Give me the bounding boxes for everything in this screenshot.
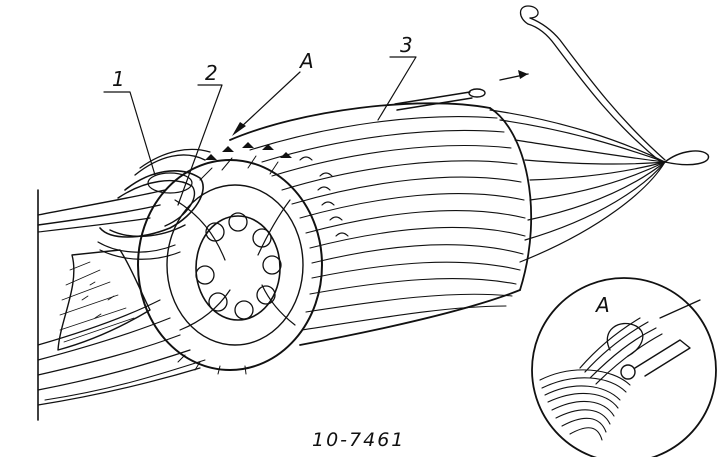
callout-label-2: 2 [205, 61, 218, 85]
callout-label-A: A [298, 49, 314, 73]
figure-number: 10-7461 [312, 429, 405, 451]
stator-core-body [229, 70, 533, 346]
callout-leaders [103, 56, 417, 206]
callout-label-1: 1 [112, 67, 125, 91]
inset-label-A: A [594, 293, 610, 317]
stator-end-face [137, 142, 323, 375]
callout-label-3: 3 [400, 33, 413, 57]
outgoing-lead-bundle [489, 5, 710, 263]
coil-loops-pulled [97, 148, 211, 260]
detail-inset-A [531, 277, 717, 457]
incoming-lead-bundle [37, 189, 206, 421]
